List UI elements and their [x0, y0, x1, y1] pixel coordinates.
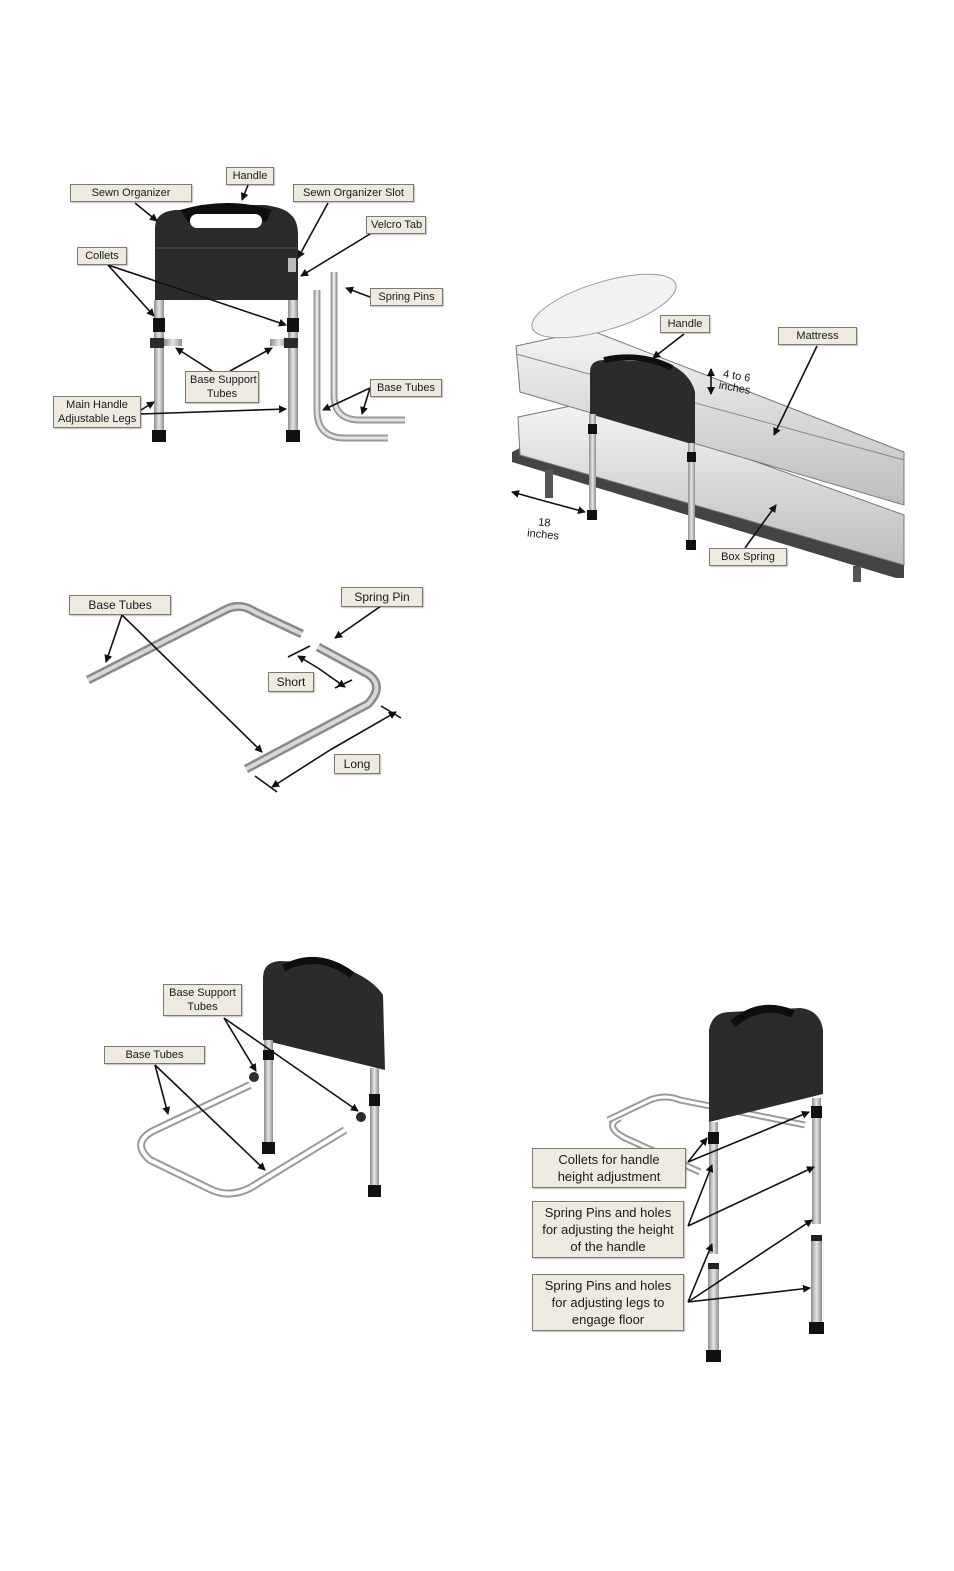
fig2-pillow [531, 273, 677, 339]
fig3-arrows [104, 605, 402, 793]
label-base-support-tubes: Base Support Tubes [185, 371, 259, 403]
fig1-arrows [107, 184, 371, 415]
label-spring-pin: Spring Pin [341, 587, 423, 607]
label-fig4-base-support-line2: Tubes [187, 1001, 218, 1013]
label-sewn-organizer: Sewn Organizer [70, 184, 192, 202]
label-base-support-tubes-line2: Tubes [206, 388, 238, 400]
fig2-rail [587, 354, 696, 550]
label-collets-height-adjustment: Collets for handle height adjustment [532, 1148, 686, 1188]
fig3-base-tubes [85, 602, 381, 773]
fig1-bed-rail [150, 203, 300, 442]
label-mattress: Mattress [778, 327, 857, 345]
label-sewn-organizer-slot: Sewn Organizer Slot [293, 184, 414, 202]
label-spring-handle-line3: of the handle [570, 1239, 646, 1254]
fig2-bed [512, 273, 905, 582]
label-spring-pins: Spring Pins [370, 288, 443, 306]
label-bed-handle: Handle [660, 315, 710, 333]
label-main-handle-line1: Main Handle [66, 399, 128, 411]
fig4-arrows [154, 1017, 359, 1171]
fig5-assembly [606, 1004, 824, 1362]
label-spring-legs-line3: engage floor [571, 1312, 645, 1327]
fig1-right-leg [288, 300, 298, 432]
label-fig3-base-tubes: Base Tubes [69, 595, 171, 615]
label-long: Long [334, 754, 380, 774]
label-spring-pins-legs-floor: Spring Pins and holes for adjusting legs… [532, 1274, 684, 1331]
label-collets: Collets [77, 247, 127, 265]
fig5-arrows [687, 1110, 815, 1303]
label-base-support-tubes-line1: Base Support [190, 374, 257, 386]
label-velcro-tab: Velcro Tab [366, 216, 426, 234]
label-spring-handle-line1: Spring Pins and holes [544, 1205, 672, 1220]
label-collets-line1: Collets for handle [558, 1152, 660, 1167]
label-distance: 18 inches [522, 515, 564, 543]
fig1-handle-panel [155, 205, 298, 300]
label-fig4-base-support-line1: Base Support [169, 987, 236, 999]
label-collets-line2: height adjustment [557, 1169, 661, 1184]
fig1-base-tubes [313, 272, 405, 442]
label-base-tubes: Base Tubes [370, 379, 442, 397]
label-spring-handle-line2: for adjusting the height [542, 1222, 674, 1237]
label-box-spring: Box Spring [709, 548, 787, 566]
label-main-handle-adjustable-legs: Main Handle Adjustable Legs [53, 396, 141, 428]
fig1-handle-opening [190, 214, 262, 228]
fig1-left-leg [154, 300, 164, 432]
label-main-handle-line2: Adjustable Legs [58, 413, 137, 425]
fig2-arrows [511, 333, 818, 549]
label-spring-legs-line1: Spring Pins and holes [544, 1278, 672, 1293]
label-short: Short [268, 672, 314, 692]
label-fig4-base-tubes: Base Tubes [104, 1046, 205, 1064]
label-spring-pins-handle-height: Spring Pins and holes for adjusting the … [532, 1201, 684, 1258]
fig4-assembly [137, 956, 385, 1198]
label-spring-legs-line2: for adjusting legs to [551, 1295, 665, 1310]
label-handle: Handle [226, 167, 274, 185]
label-fig4-base-support-tubes: Base Support Tubes [163, 984, 242, 1016]
